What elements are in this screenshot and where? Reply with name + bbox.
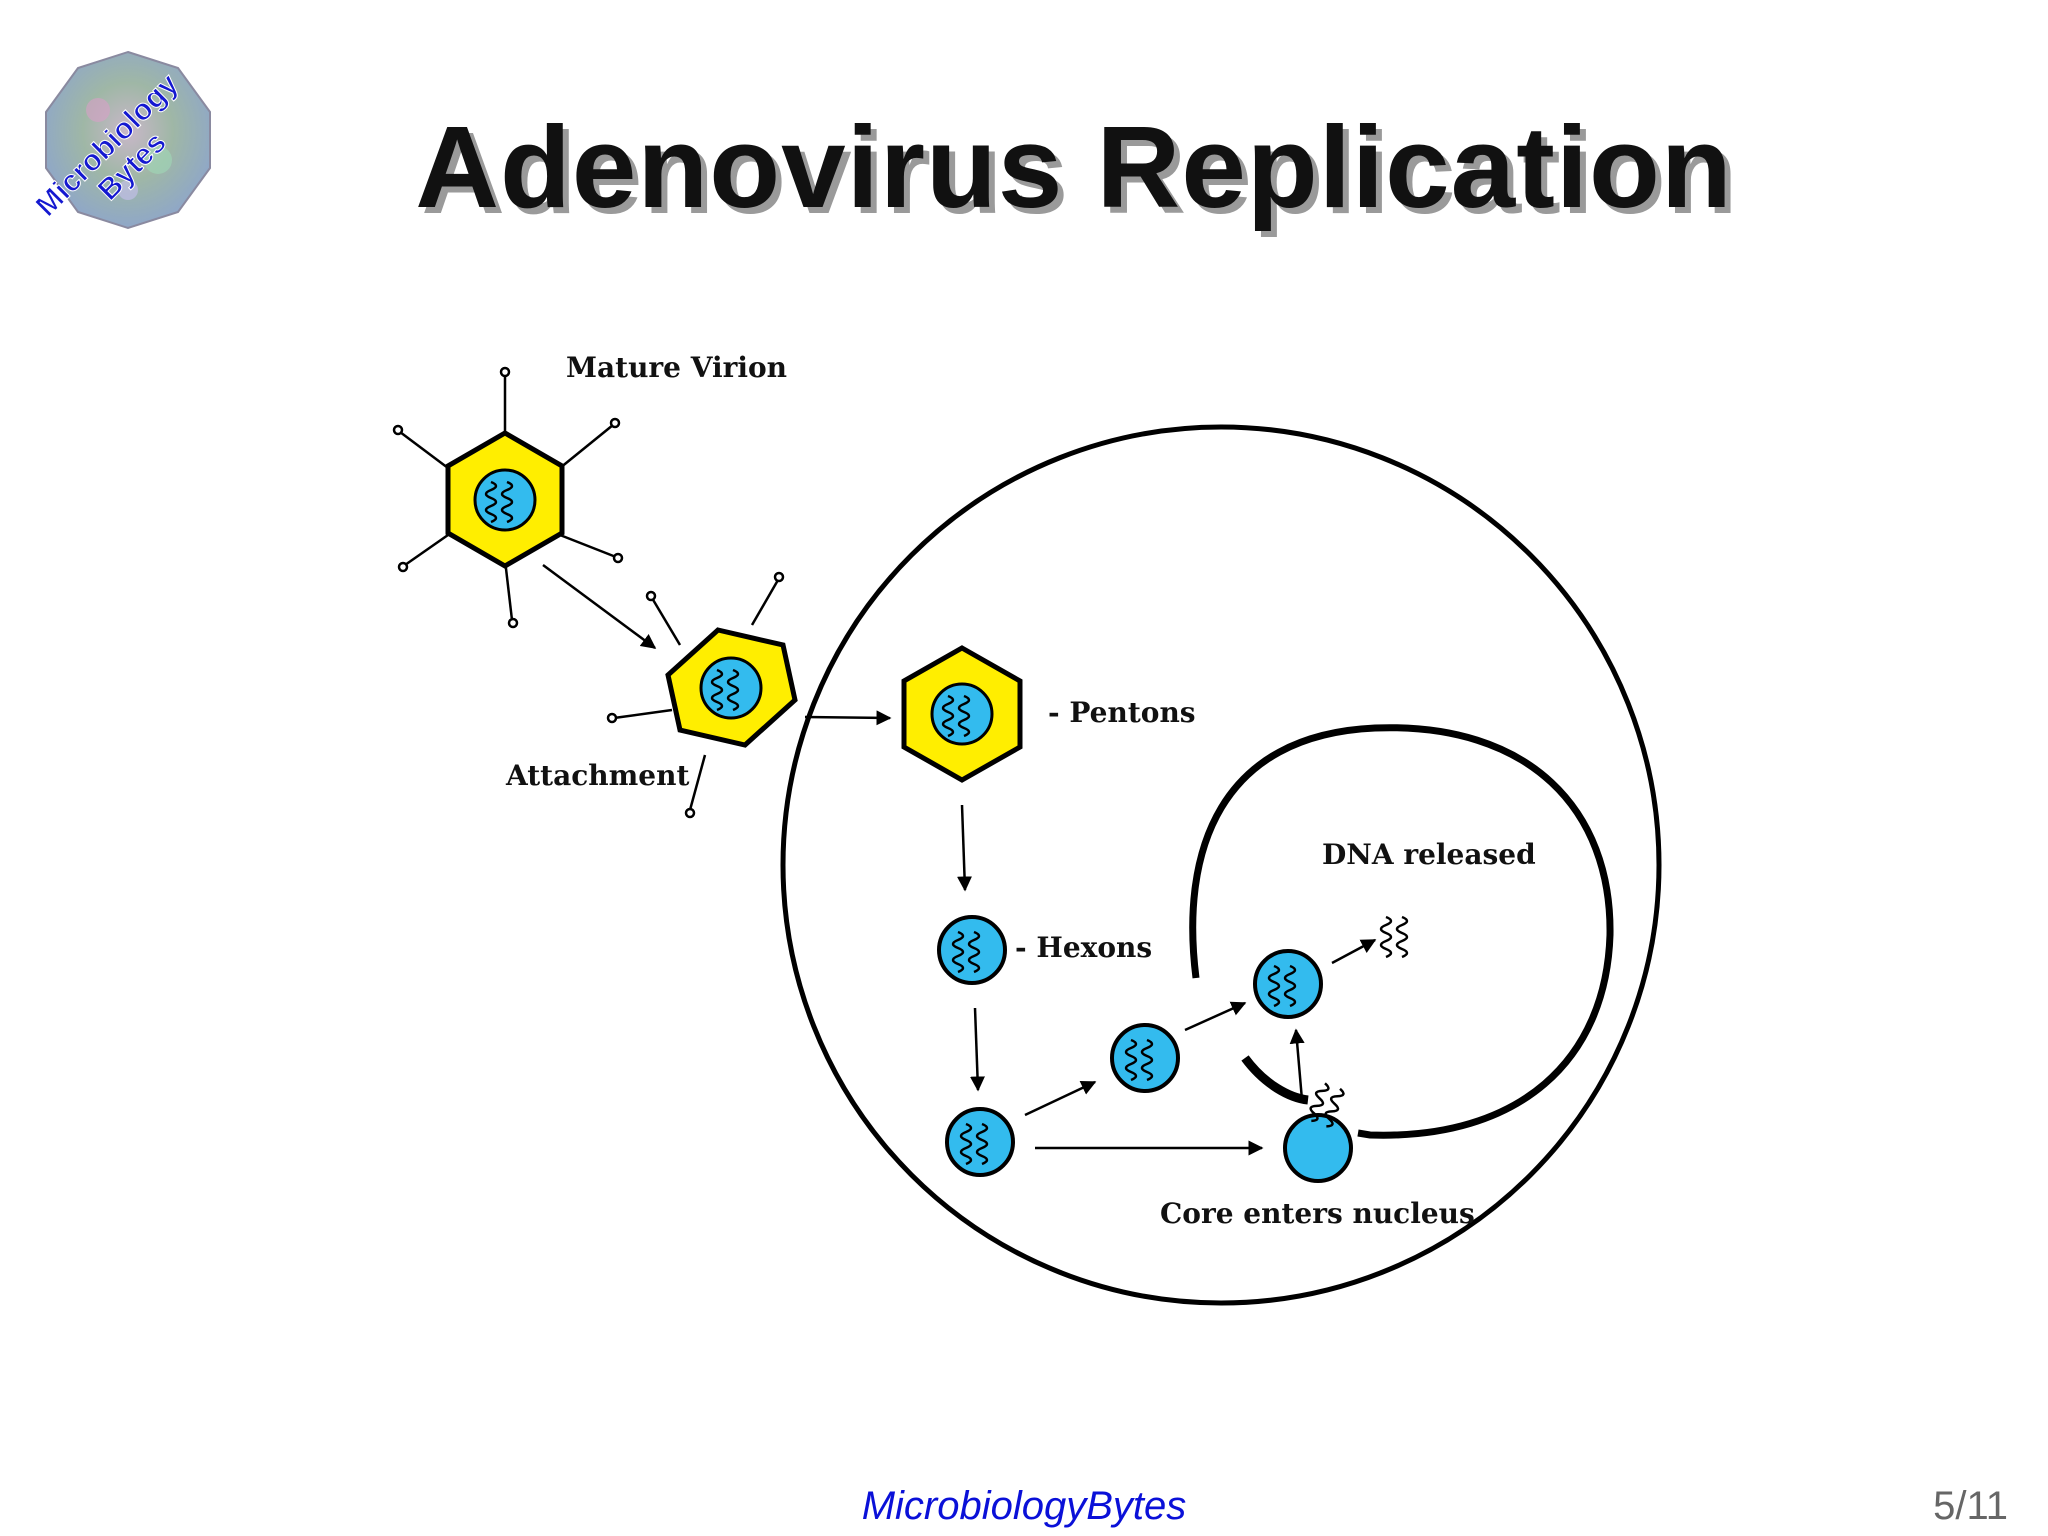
label-dna-released: DNA released <box>1322 838 1536 871</box>
label-core-enters-nucleus: Core enters nucleus <box>1160 1197 1475 1230</box>
label-hexons: - Hexons <box>1015 931 1152 964</box>
mature-virion <box>392 366 624 629</box>
footer-brand: MicrobiologyBytes <box>861 1484 1187 1528</box>
arrow-core-to-dna-release <box>1331 938 1377 965</box>
label-mature-virion: Mature Virion <box>566 351 787 384</box>
penton-loss-particle <box>901 645 1023 783</box>
released-dna <box>1379 915 1409 959</box>
hexon-loss-core <box>937 915 1007 985</box>
core-at-nuclear-pore <box>1283 1080 1353 1183</box>
label-attachment: Attachment <box>505 759 689 792</box>
slide-title: Adenovirus Replication <box>415 102 1733 232</box>
page-number: 5/11 <box>1933 1484 2008 1528</box>
logo-virus-icon <box>45 50 211 230</box>
nucleus-membrane <box>1189 724 1614 1139</box>
arrow-pore-to-inner-core <box>1289 1028 1305 1101</box>
microbiology-bytes-logo: Microbiology Bytes <box>29 50 211 230</box>
label-pentons: - Pentons <box>1048 696 1196 729</box>
core-particle-mid <box>1110 1023 1180 1093</box>
attached-virion <box>606 571 798 819</box>
arrow-pentons-to-hexons <box>957 804 973 892</box>
core-inside-nucleus <box>1253 949 1323 1019</box>
arrow-virion-to-attachment <box>542 563 657 650</box>
arrow-attachment-to-pentons <box>804 710 892 726</box>
arrow-hexons-to-core <box>970 1007 986 1092</box>
arrow-core-to-mid <box>1024 1080 1097 1117</box>
cell-membrane <box>780 424 1662 1306</box>
core-particle-lower <box>945 1107 1015 1177</box>
arrow-mid-to-nucleus <box>1184 1001 1247 1032</box>
